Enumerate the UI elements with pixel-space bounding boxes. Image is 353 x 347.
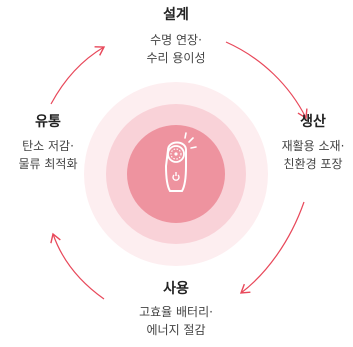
arrow-use-to-distribution [50, 232, 105, 300]
stage-production-line-1: 재활용 소재· [281, 139, 345, 153]
stage-distribution-line-1: 탄소 저감· [22, 139, 74, 153]
arrow-production-to-use [239, 201, 305, 294]
stage-distribution: 유통 탄소 저감· 물류 최적화 [2, 113, 94, 173]
arrow-design-to-production [225, 41, 308, 120]
stage-use-title: 사용 [163, 281, 189, 297]
stage-design-title: 설계 [163, 7, 189, 23]
stage-production: 생산 재활용 소재· 친환경 포장 [268, 113, 353, 173]
stage-distribution-title: 유통 [35, 114, 61, 130]
stage-use-line-2: 에너지 절감 [146, 323, 206, 337]
stage-design: 설계 수명 연장· 수리 용이성 [106, 6, 246, 67]
stage-production-title: 생산 [300, 114, 326, 130]
stage-distribution-line-2: 물류 최적화 [18, 157, 78, 171]
cleansing-device-icon [164, 132, 197, 192]
arrow-distribution-to-design [50, 46, 106, 105]
stage-production-line-2: 친환경 포장 [283, 157, 343, 171]
stage-use: 사용 고효율 배터리· 에너지 절감 [106, 280, 246, 339]
stage-design-line-1: 수명 연장· [150, 33, 202, 47]
stage-use-line-1: 고효율 배터리· [139, 305, 213, 319]
stage-design-line-2: 수리 용이성 [146, 51, 206, 65]
